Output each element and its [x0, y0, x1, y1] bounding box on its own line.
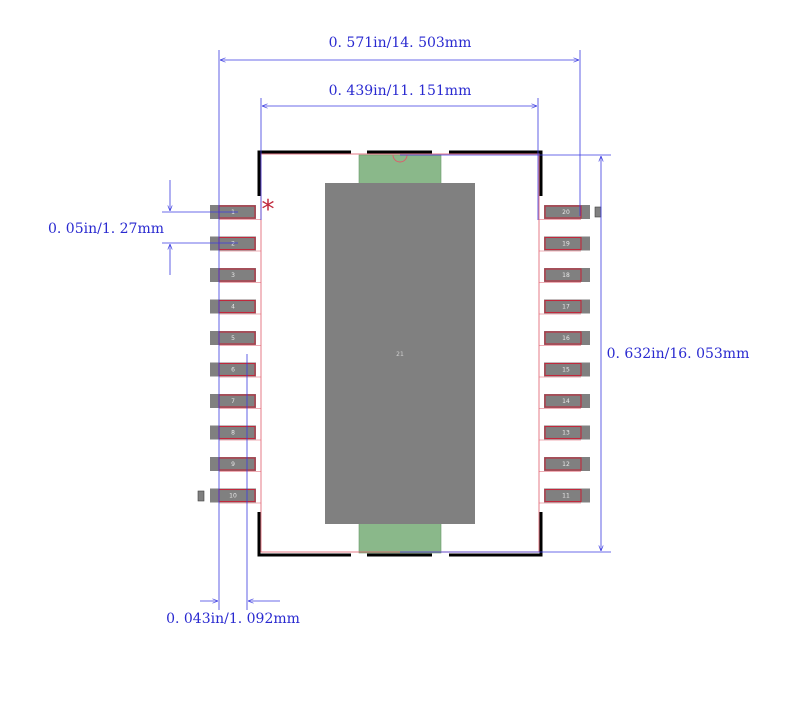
overall-width-dimension: 0. 571in/14. 503mm	[218, 35, 581, 610]
pin-label: 11	[562, 493, 570, 500]
pin20-side-marker	[594, 206, 602, 218]
top-tab	[358, 154, 442, 186]
body-width-dimension: 0. 439in/11. 151mm	[260, 83, 539, 220]
pin-5: 5	[210, 331, 261, 346]
pin-label: 20	[562, 209, 570, 216]
pin-4: 4	[210, 299, 261, 315]
pin-label: 9	[231, 461, 235, 468]
pin-13: 13	[539, 425, 590, 441]
pin-label: 18	[562, 272, 570, 279]
pitch-dimension: 0. 05in/1. 27mm	[48, 180, 238, 275]
pin-17: 17	[539, 299, 590, 315]
thermal-pad	[325, 183, 475, 524]
pin1-marker: *	[262, 195, 275, 225]
pin-11: 11	[539, 488, 590, 504]
pin-label: 6	[231, 367, 235, 374]
pin-15: 15	[539, 362, 590, 378]
left-pins: 1 2 3 4 5 6 7 8 9 10	[210, 205, 261, 504]
pin-2: 2	[210, 236, 261, 252]
pin-8: 8	[210, 425, 261, 441]
svg-text:0. 043in/1. 092mm: 0. 043in/1. 092mm	[166, 611, 300, 627]
bottom-tab	[358, 521, 442, 554]
pin-label: 1	[231, 209, 235, 216]
height-dimension: 0. 632in/16. 053mm	[400, 154, 750, 553]
pin-16: 16	[539, 331, 590, 346]
pin-label: 12	[562, 461, 570, 468]
svg-text:0. 05in/1. 27mm: 0. 05in/1. 27mm	[48, 221, 164, 237]
pin-label: 19	[562, 241, 570, 248]
pad-width-dimension: 0. 043in/1. 092mm	[166, 354, 300, 627]
pin-label: 10	[229, 493, 237, 500]
pin-19: 19	[539, 236, 590, 252]
pin-label: 15	[562, 367, 570, 374]
pin-7: 7	[210, 394, 261, 409]
pin-label: 4	[231, 304, 235, 311]
svg-text:0. 632in/16. 053mm: 0. 632in/16. 053mm	[607, 346, 750, 362]
pin-20: 20	[539, 205, 590, 220]
pin1-notch	[392, 154, 408, 163]
pin-label: 13	[562, 430, 570, 437]
pin-3: 3	[210, 268, 261, 283]
pin-label: 7	[231, 398, 235, 405]
pin-6: 6	[210, 362, 261, 378]
silkscreen	[257, 150, 543, 557]
pin-9: 9	[210, 457, 261, 472]
pin-18: 18	[539, 268, 590, 283]
pin-label: 14	[562, 398, 570, 405]
pin1-side-marker	[197, 490, 205, 502]
right-pins: 20 19 18 17 16 15 14 13 12 11	[539, 205, 590, 504]
svg-text:0. 439in/11. 151mm: 0. 439in/11. 151mm	[329, 83, 472, 99]
pin-12: 12	[539, 457, 590, 472]
pin-label: 8	[231, 430, 235, 437]
pin-label: 3	[231, 272, 235, 279]
pin-label: 2	[231, 241, 235, 248]
svg-text:0. 571in/14. 503mm: 0. 571in/14. 503mm	[329, 35, 472, 51]
thermal-pad-label: 21	[396, 351, 404, 358]
pin-10: 10	[210, 488, 261, 504]
pin-label: 16	[562, 335, 570, 342]
pin-label: 17	[562, 304, 570, 311]
pin-14: 14	[539, 394, 590, 409]
pin-label: 5	[231, 335, 235, 342]
